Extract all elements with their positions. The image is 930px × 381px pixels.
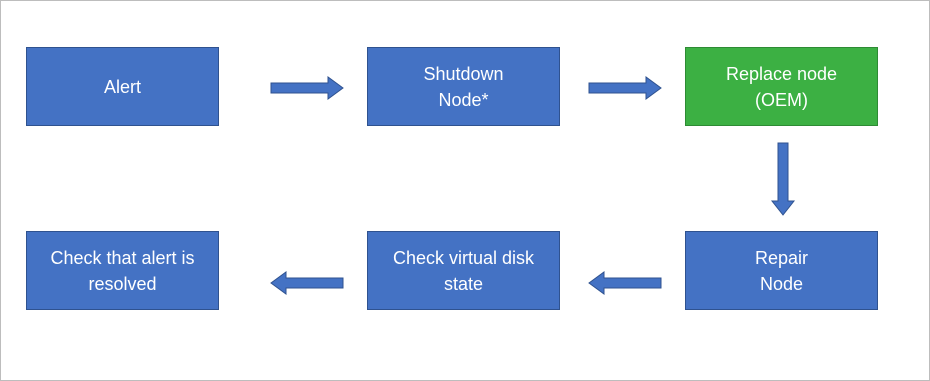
step-shutdown-node: Shutdown Node* — [367, 47, 560, 126]
step-repair-node: Repair Node — [685, 231, 878, 310]
step-shutdown-node-label: Shutdown Node* — [423, 63, 504, 110]
step-check-virtual-disk-label: Check virtual disk state — [392, 247, 535, 294]
step-check-alert-resolved: Check that alert is resolved — [26, 231, 219, 310]
step-alert-label: Alert — [103, 76, 141, 97]
step-repair-node-label: Repair Node — [754, 247, 809, 294]
step-replace-node-label: Replace node (OEM) — [725, 63, 838, 110]
step-check-alert-resolved-label: Check that alert is resolved — [50, 247, 195, 294]
step-alert: Alert — [26, 47, 219, 126]
step-check-virtual-disk: Check virtual disk state — [367, 231, 560, 310]
step-replace-node: Replace node (OEM) — [685, 47, 878, 126]
